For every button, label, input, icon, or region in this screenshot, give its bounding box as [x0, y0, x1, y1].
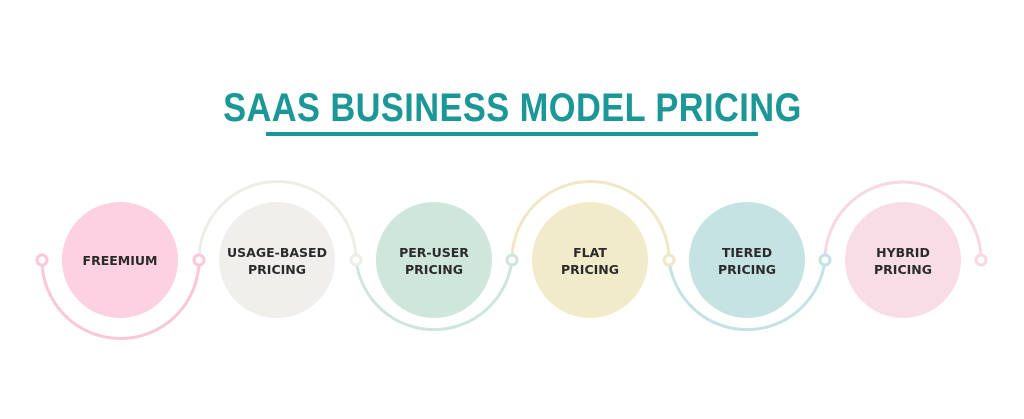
connector-dot-start — [35, 253, 49, 267]
arc-usage-based — [197, 180, 358, 261]
label-tiered: TIERED PRICING — [689, 244, 805, 278]
label-freemium: FREEMIUM — [62, 252, 178, 269]
label-line-2: PRICING — [405, 262, 463, 277]
label-line-2: PRICING — [874, 262, 932, 277]
page-title: SAAS BUSINESS MODEL PRICING — [0, 86, 1024, 130]
connector-dot-2 — [349, 253, 363, 267]
label-line-2: PRICING — [561, 262, 619, 277]
arc-per-user — [354, 259, 514, 332]
label-hybrid: HYBRID PRICING — [845, 244, 961, 278]
title-text: SAAS BUSINESS MODEL PRICING — [222, 86, 802, 130]
connector-dot-5 — [818, 253, 832, 267]
circle-hybrid — [845, 202, 961, 318]
circle-usage-based — [219, 202, 335, 318]
label-usage-based: USAGE-BASED PRICING — [219, 244, 335, 278]
label-line-2: PRICING — [718, 262, 776, 277]
circle-flat — [532, 202, 648, 318]
label-line-1: HYBRID — [876, 245, 930, 260]
connector-dot-1 — [192, 253, 206, 267]
label-line-1: PER-USER — [399, 245, 469, 260]
label-flat: FLAT PRICING — [532, 244, 648, 278]
circle-tiered — [689, 202, 805, 318]
connector-dot-3 — [505, 253, 519, 267]
label-line-1: TIERED — [721, 245, 773, 260]
connector-dot-4 — [662, 253, 676, 267]
arc-tiered — [667, 259, 827, 332]
label-line-1: FLAT — [573, 245, 607, 260]
circle-per-user — [376, 202, 492, 318]
title-underline — [266, 132, 758, 136]
arc-hybrid — [823, 180, 983, 261]
label-line-2: PRICING — [248, 262, 306, 277]
connector-dot-end — [974, 253, 988, 267]
arc-freemium — [40, 259, 201, 340]
label-line-1: FREEMIUM — [82, 253, 158, 268]
label-per-user: PER-USER PRICING — [376, 244, 492, 278]
arc-flat — [510, 180, 671, 261]
label-line-1: USAGE-BASED — [227, 245, 327, 260]
circle-freemium — [62, 202, 178, 318]
